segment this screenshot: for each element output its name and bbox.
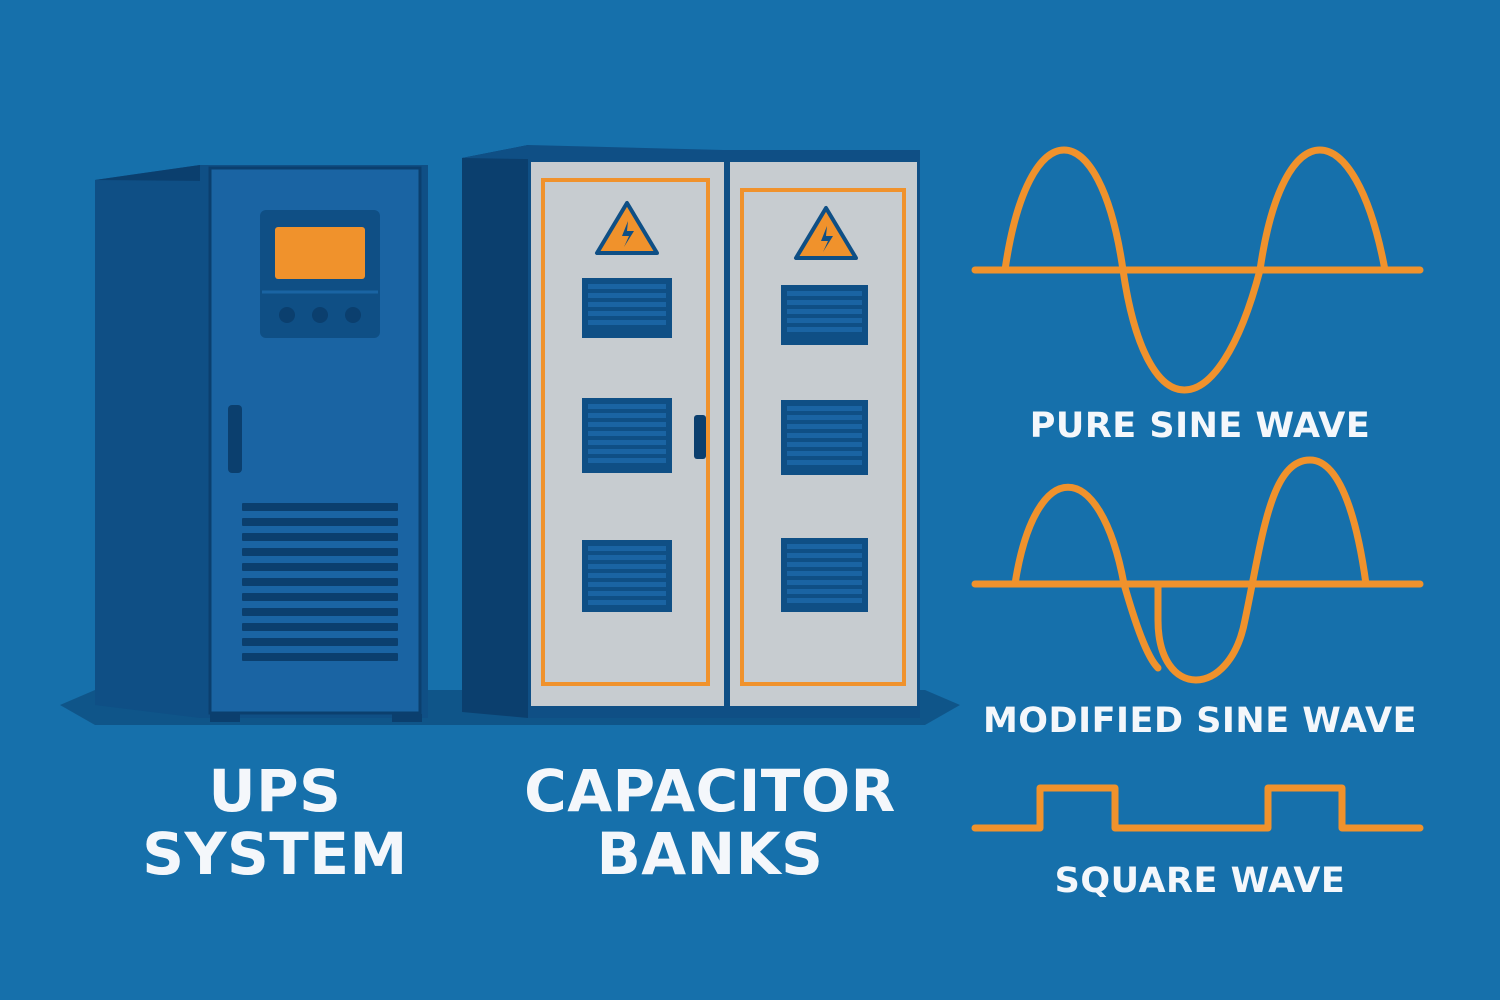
vent-slat	[787, 562, 862, 567]
vent-grille	[582, 278, 672, 338]
ups-vent-slat	[242, 638, 398, 646]
vent-slat	[588, 293, 666, 298]
vent-slat	[787, 424, 862, 429]
modified-sine-wave-step	[1120, 580, 1162, 672]
ups-cabinet	[95, 165, 428, 722]
vent-grille	[781, 400, 868, 475]
ups-vent-slat	[242, 548, 398, 556]
vent-slat	[588, 573, 666, 578]
square-wave-curve	[971, 784, 1424, 832]
capacitor-door-left-frame	[541, 178, 710, 686]
high-voltage-warning-icon	[595, 201, 659, 255]
capacitor-bank-cabinet	[462, 145, 920, 718]
vent-slat	[588, 600, 666, 605]
square-wave-label: SQUARE WAVE	[1054, 861, 1346, 901]
vent-slat	[787, 460, 862, 465]
vent-slat	[787, 309, 862, 314]
ups-vent-slat	[242, 563, 398, 571]
capacitor-door-right-frame	[740, 188, 906, 686]
pure-sine-wave-label: PURE SINE WAVE	[1029, 406, 1371, 446]
vent-slat	[588, 302, 666, 307]
vent-slat	[787, 318, 862, 323]
vent-grille	[582, 540, 672, 612]
ups-vent-slat	[242, 623, 398, 631]
vent-slat	[787, 442, 862, 447]
vent-slat	[787, 406, 862, 411]
ups-vent-slat	[242, 503, 398, 511]
ups-system-label: UPS SYSTEM	[90, 760, 460, 885]
ups-control-button-3[interactable]	[345, 307, 361, 323]
ups-vent-slat	[242, 608, 398, 616]
ups-display-screen	[275, 227, 365, 279]
ups-label-line2: SYSTEM	[142, 819, 408, 888]
ups-vent-slat	[242, 578, 398, 586]
vent-slat	[588, 431, 666, 436]
ups-vent-slat	[242, 533, 398, 541]
pure-sine-wave-curve	[1001, 146, 1389, 394]
ups-vent-slat	[242, 593, 398, 601]
ups-control-button-1[interactable]	[279, 307, 295, 323]
vent-grille	[781, 538, 868, 612]
ups-control-button-2[interactable]	[312, 307, 328, 323]
vent-slat	[787, 598, 862, 603]
capacitor-label-line2: BANKS	[596, 819, 824, 888]
vent-slat	[787, 300, 862, 305]
vent-slat	[787, 327, 862, 332]
capacitor-label-line1: CAPACITOR	[524, 757, 896, 825]
modified-sine-wave-curve	[1011, 456, 1370, 684]
vent-slat	[588, 284, 666, 289]
modified-sine-wave-label: MODIFIED SINE WAVE	[982, 701, 1418, 741]
vent-grille	[781, 285, 868, 345]
vent-slat	[787, 589, 862, 594]
vent-slat	[588, 422, 666, 427]
ups-foot-right	[392, 714, 422, 722]
vent-slat	[787, 580, 862, 585]
waveform-modified-sine	[971, 456, 1424, 684]
ups-vent-grille	[242, 503, 398, 661]
vent-slat	[588, 311, 666, 316]
vent-slat	[588, 440, 666, 445]
ups-foot-left	[210, 714, 240, 722]
capacitor-vent-grilles	[582, 278, 868, 612]
vent-slat	[787, 451, 862, 456]
high-voltage-warning-icon	[794, 206, 858, 260]
vent-slat	[588, 546, 666, 551]
vent-slat	[588, 320, 666, 325]
ups-vent-slat	[242, 653, 398, 661]
ups-side-panel	[95, 165, 200, 718]
vent-slat	[588, 413, 666, 418]
ups-vent-slat	[242, 518, 398, 526]
vent-slat	[787, 415, 862, 420]
vent-slat	[588, 582, 666, 587]
vent-slat	[588, 564, 666, 569]
capacitor-door-handle[interactable]	[694, 415, 706, 459]
ups-door-handle[interactable]	[228, 405, 242, 473]
vent-slat	[787, 553, 862, 558]
vent-slat	[787, 571, 862, 576]
vent-slat	[787, 433, 862, 438]
vent-slat	[588, 449, 666, 454]
capacitor-side-panel	[462, 145, 528, 718]
waveform-square	[971, 784, 1424, 832]
vent-slat	[588, 458, 666, 463]
ups-label-line1: UPS	[208, 757, 342, 825]
vent-slat	[787, 291, 862, 296]
waveform-pure-sine	[971, 146, 1424, 394]
capacitor-banks-label: CAPACITOR BANKS	[500, 760, 920, 885]
vent-grille	[582, 398, 672, 473]
vent-slat	[588, 404, 666, 409]
vent-slat	[787, 544, 862, 549]
vent-slat	[588, 555, 666, 560]
vent-slat	[588, 591, 666, 596]
